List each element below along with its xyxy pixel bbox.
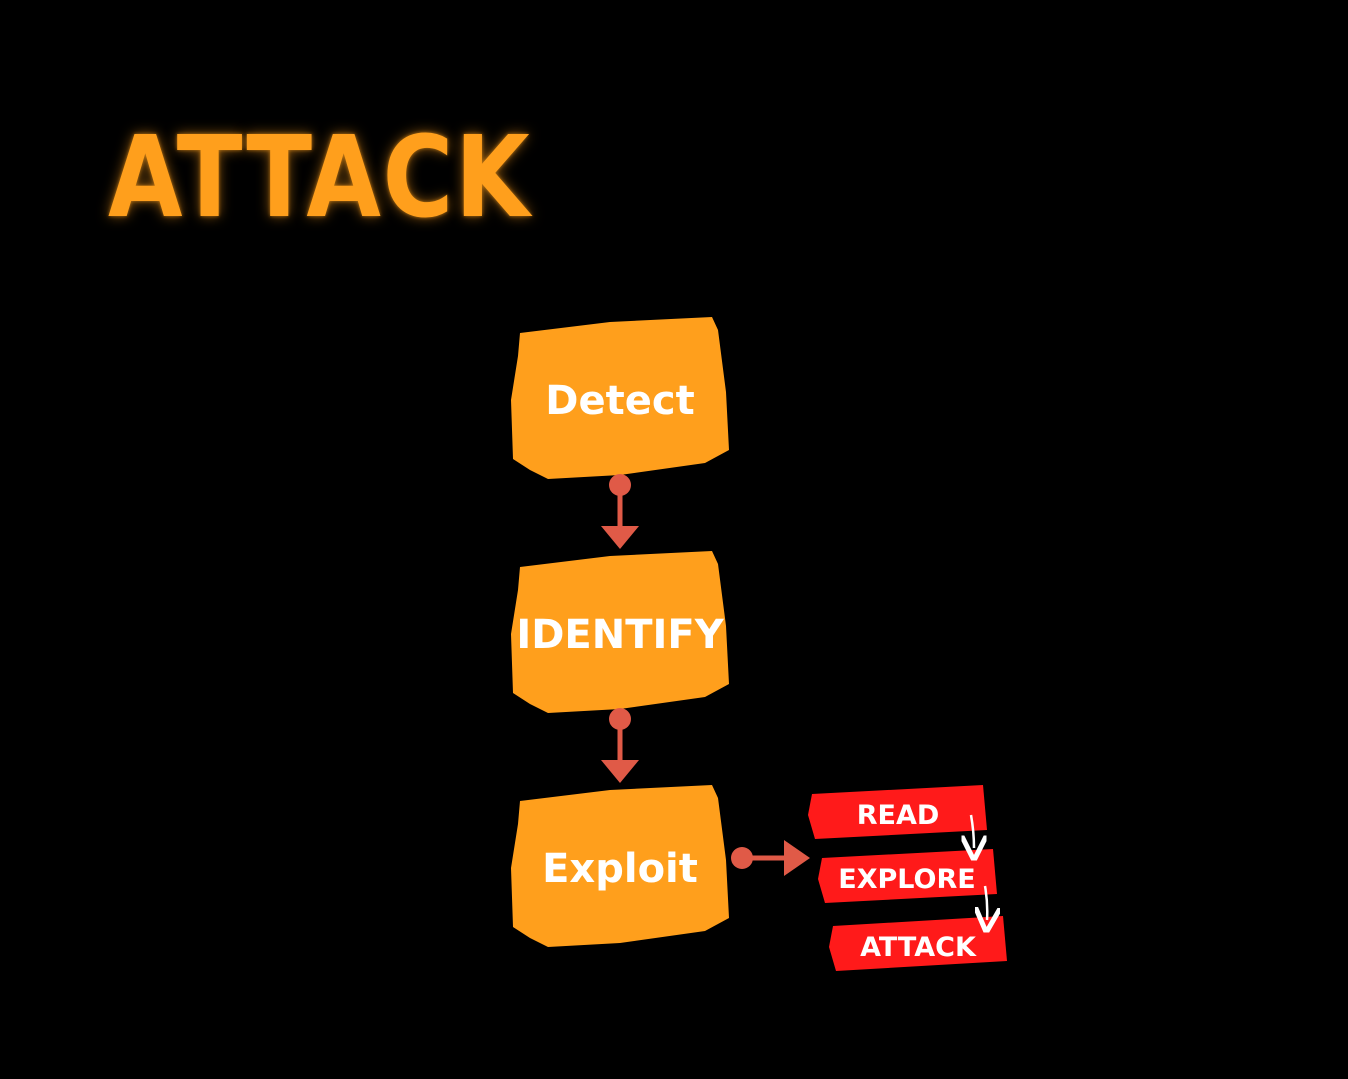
substep-box <box>829 916 1007 971</box>
substep-explore: EXPLORE <box>818 849 997 903</box>
connector-detect-identify <box>601 474 639 549</box>
down-arrow-icon <box>985 885 987 920</box>
page-title: ATTACK <box>108 113 532 243</box>
right-arrow-icon <box>784 840 810 876</box>
step-detect: Detect <box>511 317 729 479</box>
step-exploit: Exploit <box>511 785 729 947</box>
substep-attack: ATTACK <box>829 916 1007 971</box>
substep-label: ATTACK <box>860 932 977 963</box>
step-box <box>511 785 729 947</box>
step-box <box>511 551 729 713</box>
down-arrow-icon <box>601 760 639 783</box>
substep-box <box>818 849 997 903</box>
step-box <box>511 317 729 479</box>
substep-read: READ <box>808 785 987 839</box>
connector-exploit-substeps <box>731 840 810 876</box>
down-arrow-icon <box>601 526 639 549</box>
connector-identify-exploit <box>601 708 639 783</box>
down-arrow-icon <box>971 814 974 848</box>
substep-label: READ <box>857 800 940 831</box>
substep-label: EXPLORE <box>838 864 975 895</box>
step-label: Exploit <box>542 846 698 892</box>
step-label: IDENTIFY <box>516 612 724 658</box>
substep-box <box>808 785 987 839</box>
step-identify: IDENTIFY <box>511 551 729 713</box>
step-label: Detect <box>545 378 694 424</box>
